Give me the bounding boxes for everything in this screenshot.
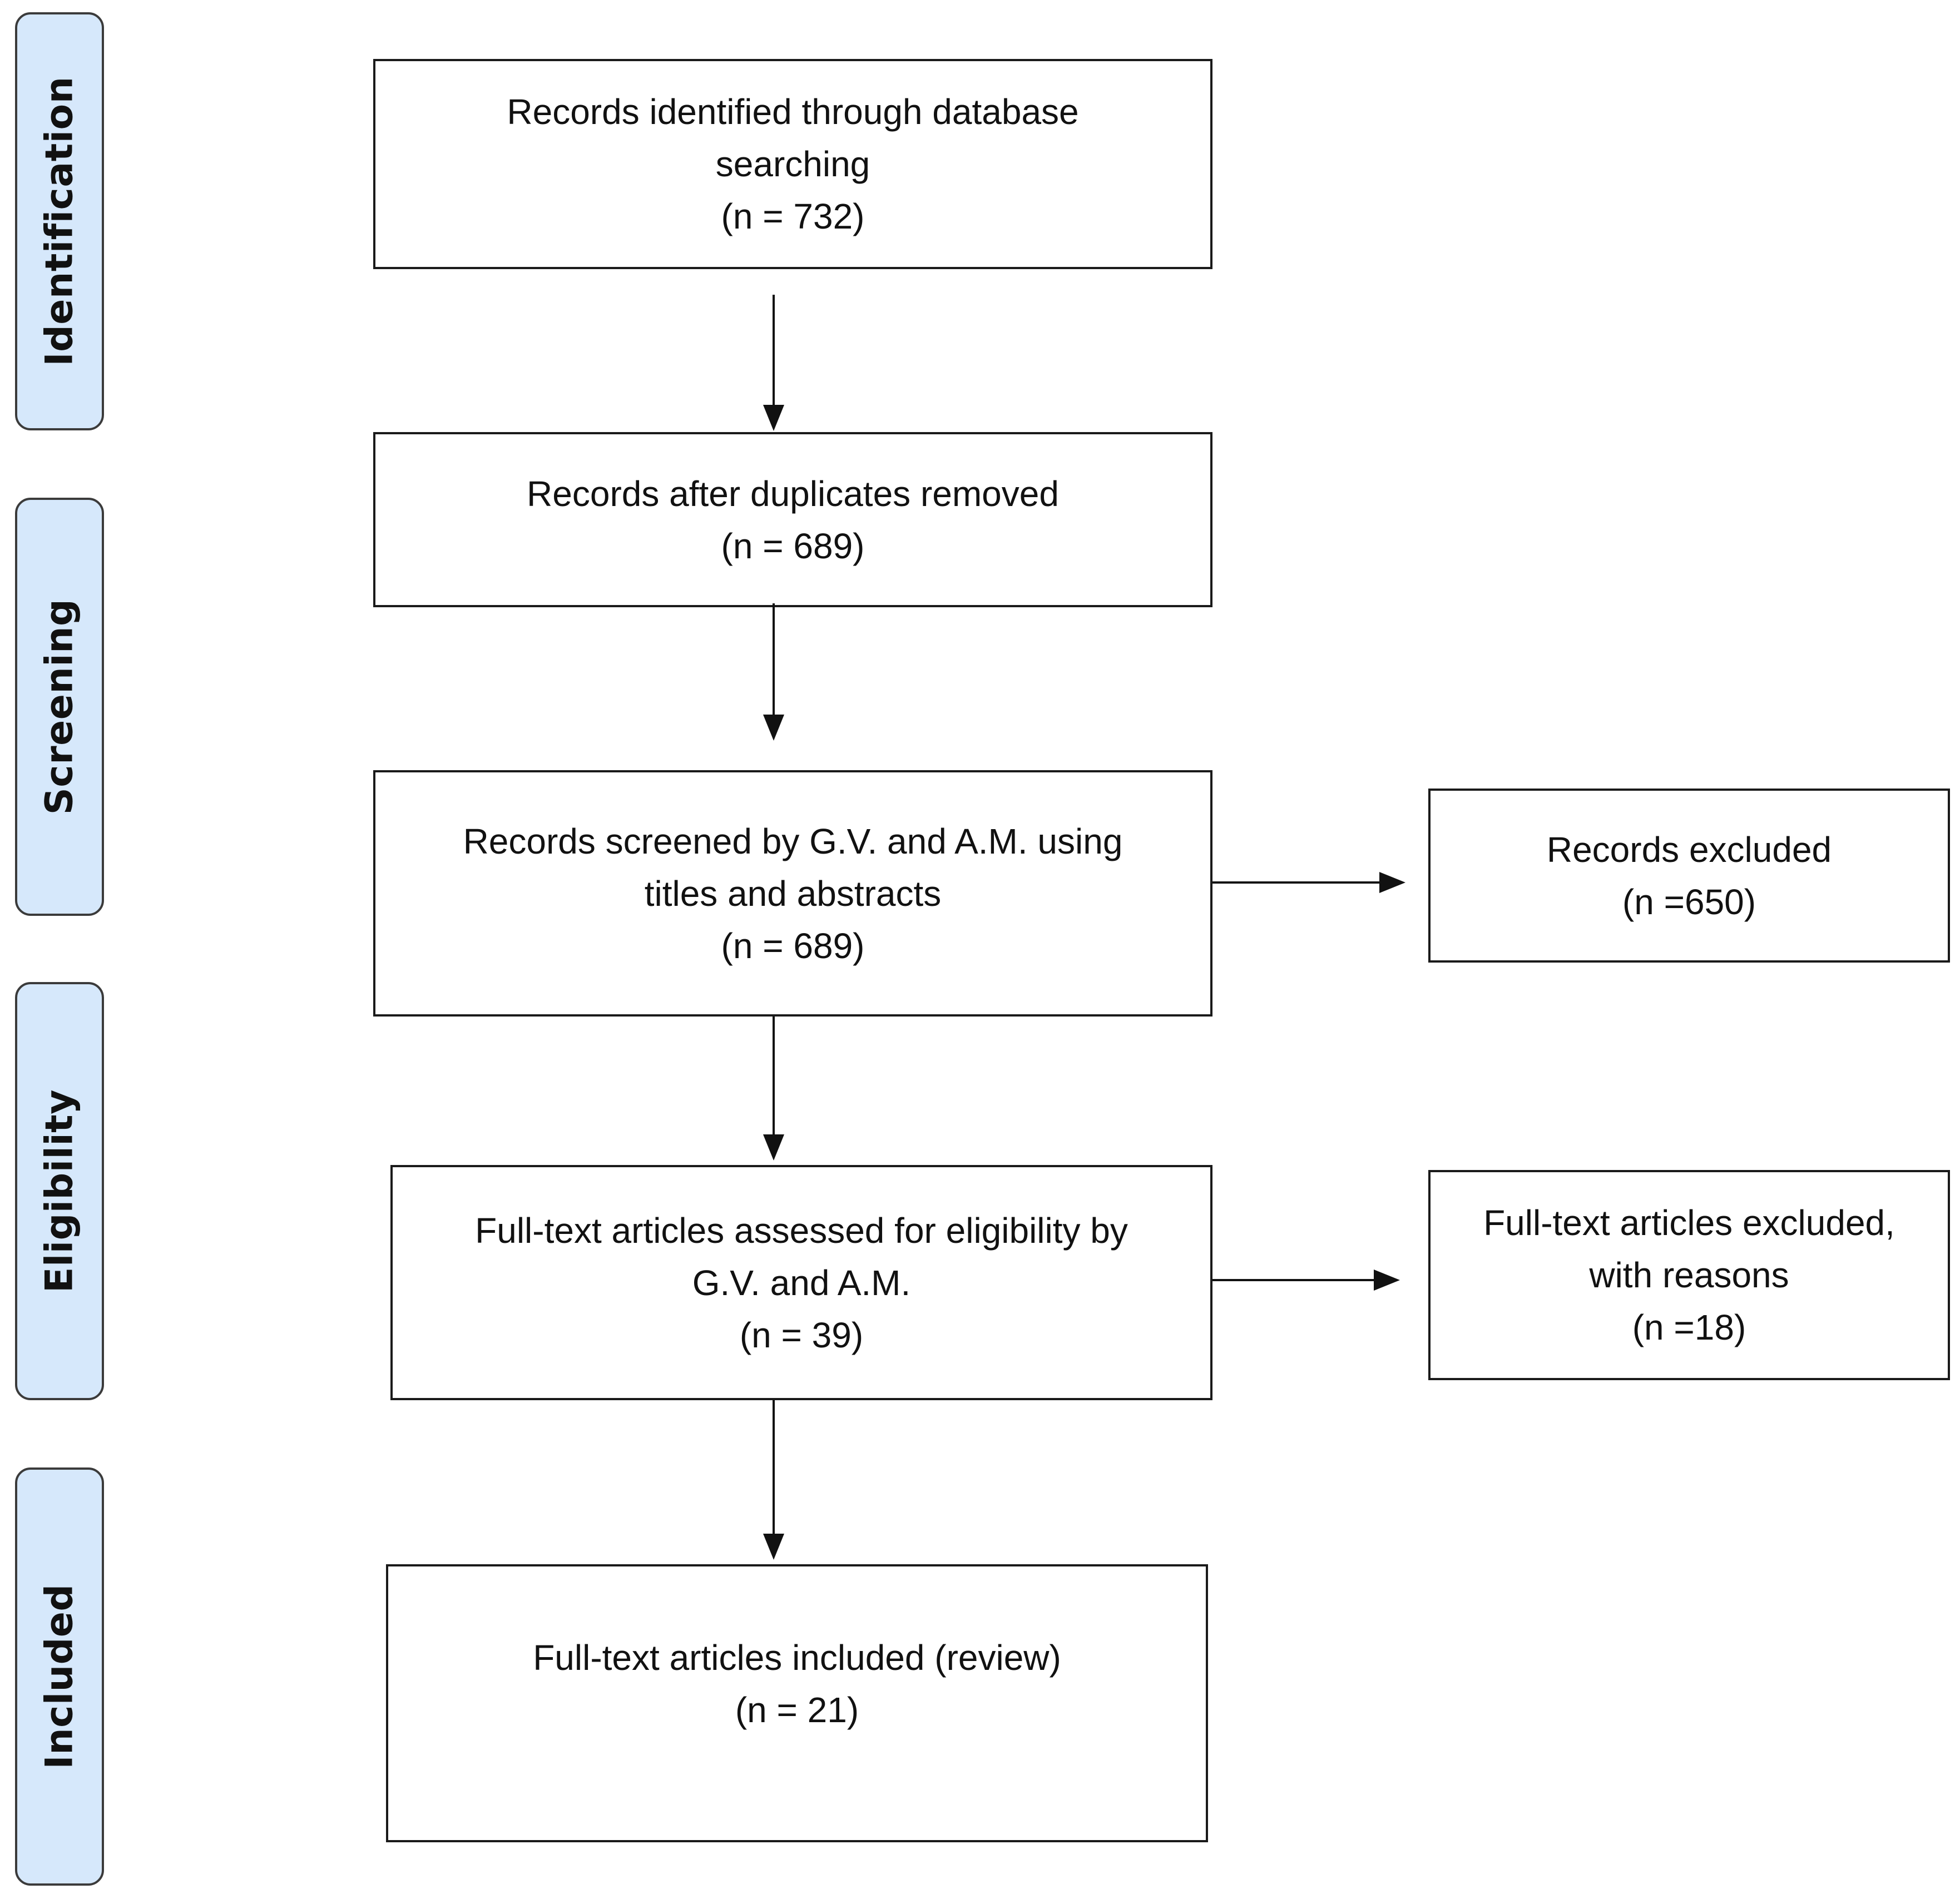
- records-dedup-box: Records after duplicates removed (n = 68…: [373, 432, 1212, 607]
- fulltext-included-text: Full-text articles included (review): [533, 1638, 1061, 1678]
- stage-included-label: Included: [37, 1584, 82, 1769]
- stage-identification-label: Identification: [37, 76, 82, 366]
- fulltext-assessed-text-1: Full-text articles assessed for eligibil…: [475, 1210, 1128, 1251]
- stage-eligibility: Eligibility: [15, 982, 104, 1400]
- fulltext-assessed-text-2: G.V. and A.M.: [692, 1262, 911, 1303]
- records-identified-text-2: searching: [715, 144, 870, 184]
- records-excluded-text: Records excluded: [1546, 829, 1832, 870]
- arrowhead-fulltext-to-excluded: [1374, 1270, 1400, 1291]
- records-dedup-text: Records after duplicates removed: [527, 473, 1059, 514]
- records-excluded-box: Records excluded (n =650): [1428, 789, 1950, 963]
- records-identified-box: Records identified through database sear…: [373, 59, 1212, 269]
- fulltext-included-box: Full-text articles included (review) (n …: [386, 1564, 1208, 1842]
- records-screened-text-2: titles and abstracts: [644, 873, 942, 914]
- records-excluded-count: (n =650): [1622, 881, 1756, 922]
- stage-included: Included: [15, 1467, 104, 1886]
- stage-screening: Screening: [15, 498, 104, 916]
- fulltext-excluded-box: Full-text articles excluded, with reason…: [1428, 1170, 1950, 1380]
- arrowhead-screened-to-fulltext: [763, 1134, 784, 1161]
- records-screened-text-1: Records screened by G.V. and A.M. using: [463, 821, 1123, 861]
- fulltext-excluded-count: (n =18): [1632, 1307, 1746, 1347]
- fulltext-included-count: (n = 21): [735, 1690, 859, 1730]
- records-screened-count: (n = 689): [721, 925, 865, 966]
- fulltext-excluded-text-1: Full-text articles excluded,: [1483, 1203, 1895, 1243]
- fulltext-excluded-text-2: with reasons: [1589, 1255, 1789, 1295]
- arrowhead-identified-to-dedup: [763, 405, 784, 431]
- records-dedup-count: (n = 689): [721, 525, 865, 566]
- fulltext-assessed-box: Full-text articles assessed for eligibil…: [390, 1165, 1212, 1400]
- records-identified-count: (n = 732): [721, 196, 865, 236]
- stage-screening-label: Screening: [37, 598, 82, 815]
- arrowhead-dedup-to-screened: [763, 715, 784, 741]
- records-identified-text-1: Records identified through database: [507, 92, 1079, 132]
- stage-identification: Identification: [15, 12, 104, 430]
- arrowhead-screened-to-excluded: [1379, 872, 1405, 893]
- records-screened-box: Records screened by G.V. and A.M. using …: [373, 770, 1212, 1017]
- stage-eligibility-label: Eligibility: [37, 1089, 82, 1293]
- arrowhead-fulltext-to-included: [763, 1534, 784, 1560]
- fulltext-assessed-count: (n = 39): [739, 1315, 864, 1355]
